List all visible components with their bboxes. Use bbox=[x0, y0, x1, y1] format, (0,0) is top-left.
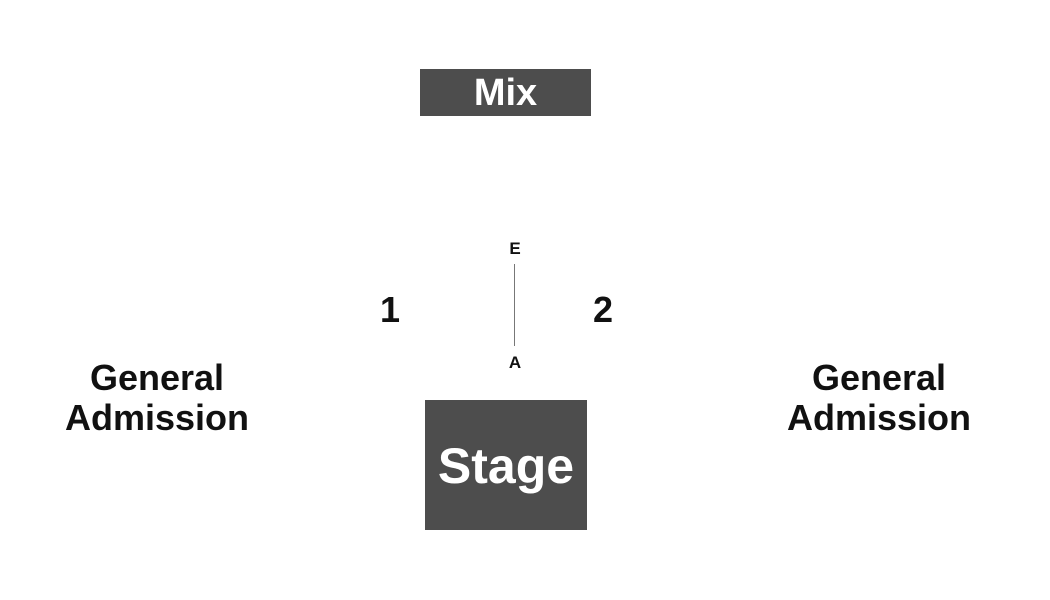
mix-label: Mix bbox=[473, 71, 538, 114]
stage-area: Stage bbox=[425, 400, 587, 530]
general-admission-left-line1: General bbox=[89, 357, 225, 398]
row-a-label: A bbox=[508, 353, 522, 372]
general-admission-left[interactable]: General Admission bbox=[27, 358, 287, 438]
row-range-line[interactable] bbox=[514, 264, 515, 346]
general-admission-right-line2: Admission bbox=[786, 397, 972, 438]
general-admission-right[interactable]: General Admission bbox=[749, 358, 1009, 438]
section-2-label[interactable]: 2 bbox=[593, 289, 614, 330]
section-1-label[interactable]: 1 bbox=[380, 289, 401, 330]
mix-area[interactable]: Mix bbox=[420, 69, 591, 116]
stage-label: Stage bbox=[437, 438, 575, 494]
general-admission-right-line1: General bbox=[811, 357, 947, 398]
row-e-label: E bbox=[509, 239, 521, 258]
general-admission-left-line2: Admission bbox=[64, 397, 250, 438]
